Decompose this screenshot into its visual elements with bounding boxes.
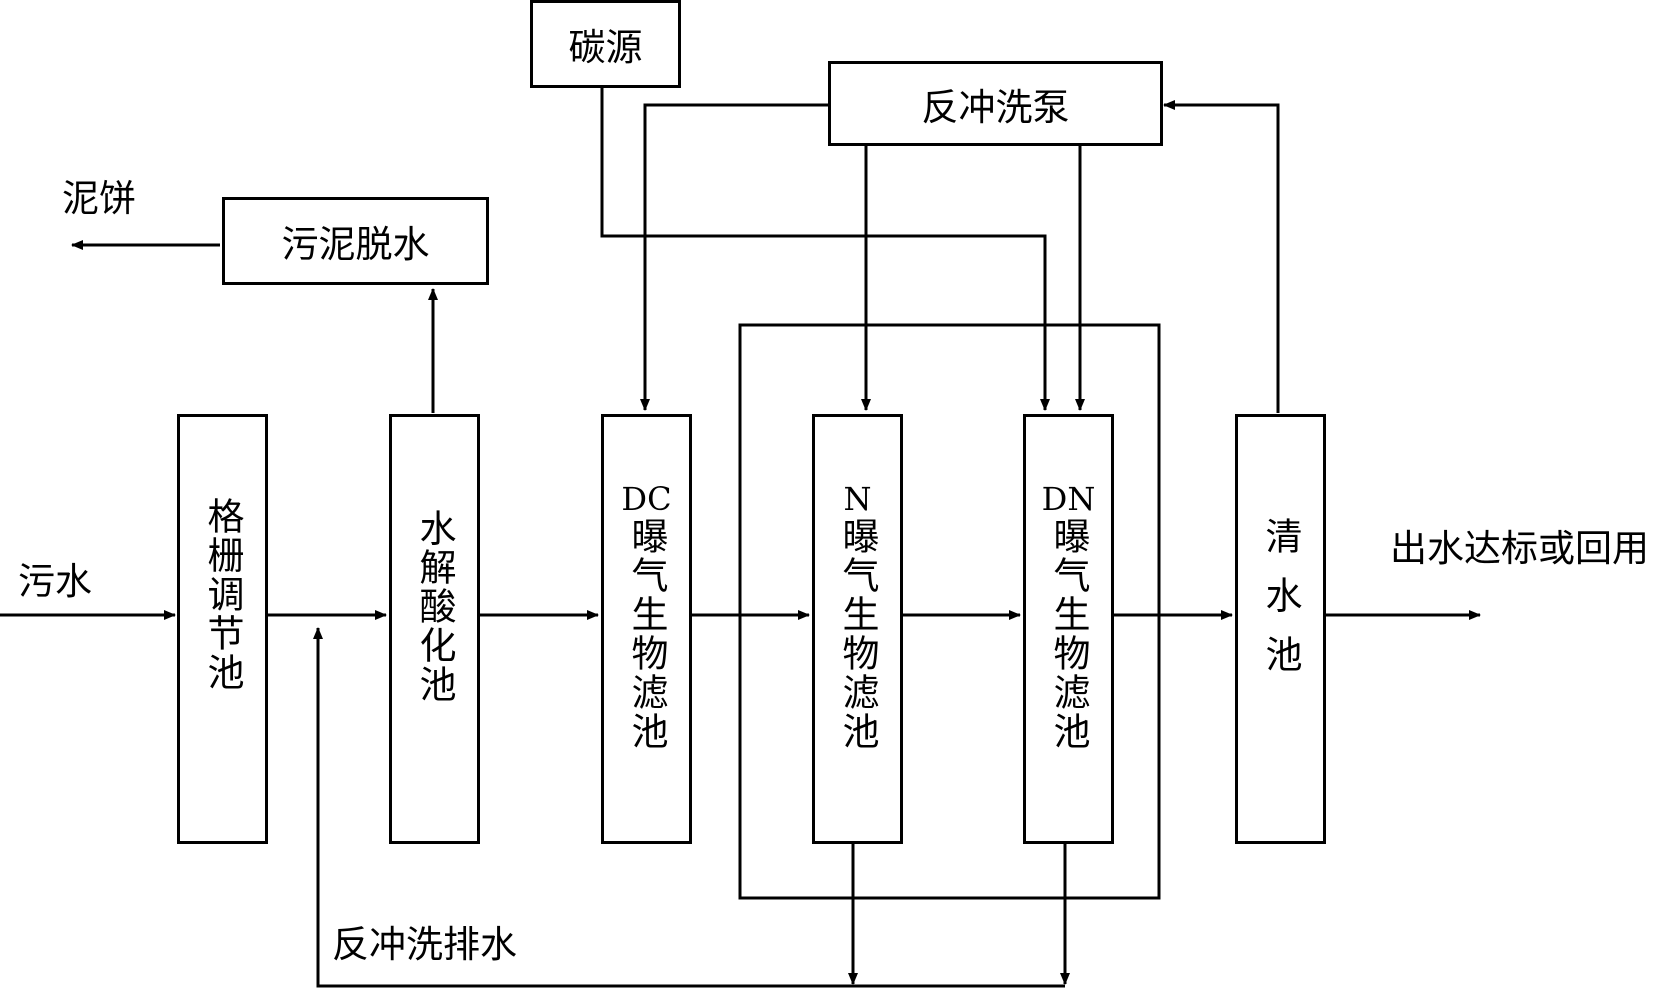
clear-water-tank-label: 清水池 <box>1259 517 1302 694</box>
hydrolysis-acidification-tank: 水解酸化池 <box>389 414 480 844</box>
n-biofilter-prefix: N <box>843 480 872 518</box>
flow-arrow-clear-to-pump <box>1163 100 1280 413</box>
dn-biofilter-label: 曝气生物滤池 <box>1047 517 1090 751</box>
backwash-pump-label: 反冲洗泵 <box>921 85 1070 129</box>
n-biofilter-label: 曝气生物滤池 <box>836 517 879 751</box>
dn-biofilter-prefix: DN <box>1041 480 1096 518</box>
clear-water-tank: 清水池 <box>1235 414 1326 844</box>
hydrolysis-acidification-tank-label: 水解酸化池 <box>413 509 456 704</box>
backwash-pump-box: 反冲洗泵 <box>828 61 1163 146</box>
sludge-cake-label: 泥饼 <box>62 177 136 220</box>
carbon-source-box: 碳源 <box>530 0 681 88</box>
backwash-drain-label: 反冲洗排水 <box>332 923 517 966</box>
carbon-source-label: 碳源 <box>568 26 643 69</box>
flow-line-backwash-return <box>313 627 1065 988</box>
n-biofilter-tank: N 曝气生物滤池 <box>812 414 903 844</box>
effluent-label: 出水达标或回用 <box>1390 527 1649 570</box>
dc-biofilter-tank: DC 曝气生物滤池 <box>601 414 692 844</box>
dn-biofilter-tank: DN 曝气生物滤池 <box>1023 414 1114 844</box>
flow-arrow-pump-to-dc <box>640 103 830 411</box>
grid-regulating-tank-label: 格栅调节池 <box>201 497 244 692</box>
sewage-label: 污水 <box>18 560 92 603</box>
grid-regulating-tank: 格栅调节池 <box>177 414 268 844</box>
dc-biofilter-label: 曝气生物滤池 <box>625 517 668 751</box>
dc-biofilter-prefix: DC <box>621 480 672 518</box>
sludge-dewatering-box: 污泥脱水 <box>222 197 489 285</box>
nitrification-frame <box>738 323 1161 900</box>
sludge-dewatering-label: 污泥脱水 <box>281 223 430 266</box>
flow-arrow-carbon-to-dn <box>600 86 1050 411</box>
